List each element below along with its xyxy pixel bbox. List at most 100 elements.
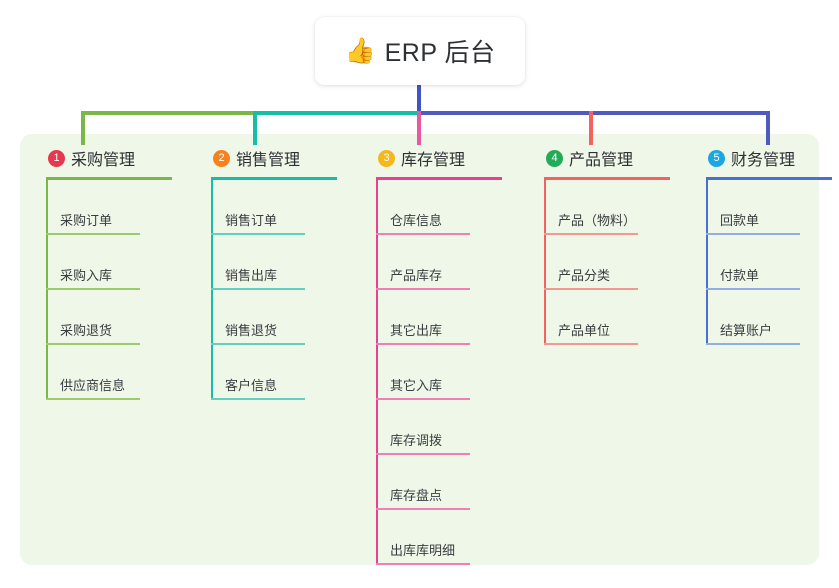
branch-underline-inventory	[376, 177, 502, 180]
leaf-item[interactable]: 仓库信息	[360, 180, 515, 235]
leaf-item-underline	[46, 398, 140, 400]
leaf-item[interactable]: 销售出库	[195, 235, 350, 290]
leaf-item[interactable]: 采购退货	[30, 290, 185, 345]
branch-column-purchasing: 1 采购管理采购订单采购入库采购退货供应商信息	[30, 145, 185, 400]
branch-column-product: 4 产品管理产品（物料） 产品分类产品单位	[528, 145, 683, 345]
branch-underline-product	[544, 177, 670, 180]
leaf-item-underline	[544, 343, 638, 345]
leaf-item-label: 付款单	[720, 268, 760, 283]
branch-column-inventory: 3 库存管理仓库信息产品库存其它出库其它入库库存调拨库存盘点出库库明细	[360, 145, 515, 565]
leaf-item[interactable]: 库存调拨	[360, 400, 515, 455]
leaf-item-underline	[376, 508, 470, 510]
branch-underline-purchasing	[46, 177, 172, 180]
branch-number-badge-inventory: 3	[378, 149, 395, 167]
busbar-teal	[255, 111, 419, 115]
busbar-blue	[419, 111, 770, 115]
leaf-item[interactable]: 销售退货	[195, 290, 350, 345]
leaf-item-underline	[376, 453, 470, 455]
diagram-background-panel	[20, 134, 819, 565]
drop-finance	[766, 111, 770, 145]
leaf-item-label: 库存盘点	[390, 488, 443, 503]
leaf-item-label: 采购退货	[60, 323, 113, 338]
leaf-item-underline	[544, 288, 638, 290]
leaf-item-underline	[376, 288, 470, 290]
branch-number-badge-finance: 5	[708, 149, 725, 167]
leaf-item[interactable]: 结算账户	[690, 290, 839, 345]
leaf-item[interactable]: 销售订单	[195, 180, 350, 235]
leaf-item-label: 供应商信息	[60, 378, 126, 393]
leaf-item-label: 库存调拨	[390, 433, 443, 448]
leaf-item-label: 其它入库	[390, 378, 443, 393]
branch-underline-finance	[706, 177, 832, 180]
leaf-item[interactable]: 采购入库	[30, 235, 185, 290]
leaf-item[interactable]: 产品（物料）	[528, 180, 683, 235]
leaf-item-label: 仓库信息	[390, 213, 443, 228]
leaf-item-underline	[211, 288, 305, 290]
branch-title-finance: 财务管理	[731, 152, 796, 169]
branch-title-sales: 销售管理	[236, 152, 301, 169]
leaf-item-label: 销售出库	[225, 268, 278, 283]
leaf-item[interactable]: 付款单	[690, 235, 839, 290]
branch-title-product: 产品管理	[569, 152, 634, 169]
leaf-item[interactable]: 其它入库	[360, 345, 515, 400]
leaf-item-underline	[46, 343, 140, 345]
root-node-card[interactable]: 👍 ERP 后台	[315, 17, 525, 85]
leaf-item-label: 其它出库	[390, 323, 443, 338]
branch-header-finance[interactable]: 5 财务管理	[690, 145, 839, 171]
leaf-item[interactable]: 其它出库	[360, 290, 515, 345]
leaf-item[interactable]: 采购订单	[30, 180, 185, 235]
leaf-item[interactable]: 回款单	[690, 180, 839, 235]
busbar-green	[81, 111, 255, 115]
branch-column-finance: 5 财务管理回款单付款单结算账户	[690, 145, 839, 345]
leaf-item-label: 产品分类	[558, 268, 611, 283]
leaf-item-label: 出库库明细	[390, 543, 456, 558]
leaf-item-underline	[46, 233, 140, 235]
branch-items-sales: 销售订单销售出库销售退货客户信息	[195, 180, 350, 400]
leaf-item-underline	[376, 563, 470, 565]
leaf-item[interactable]: 供应商信息	[30, 345, 185, 400]
branch-stem-sales	[211, 180, 213, 400]
leaf-item-label: 客户信息	[225, 378, 278, 393]
branch-title-inventory: 库存管理	[401, 152, 466, 169]
leaf-item[interactable]: 产品单位	[528, 290, 683, 345]
leaf-item-label: 采购入库	[60, 268, 113, 283]
drop-purchasing	[81, 111, 85, 145]
branch-items-inventory: 仓库信息产品库存其它出库其它入库库存调拨库存盘点出库库明细	[360, 180, 515, 565]
leaf-item-label: 产品（物料）	[558, 213, 637, 228]
leaf-item-underline	[376, 233, 470, 235]
branch-items-finance: 回款单付款单结算账户	[690, 180, 839, 345]
branch-stem-inventory	[376, 180, 378, 565]
thumbs-up-icon: 👍	[344, 36, 376, 65]
leaf-item-label: 回款单	[720, 213, 760, 228]
branch-number-badge-product: 4	[546, 149, 563, 167]
leaf-item-underline	[46, 288, 140, 290]
leaf-item-underline	[211, 398, 305, 400]
leaf-item[interactable]: 客户信息	[195, 345, 350, 400]
leaf-item[interactable]: 库存盘点	[360, 455, 515, 510]
leaf-item[interactable]: 产品库存	[360, 235, 515, 290]
drop-sales	[253, 111, 257, 145]
leaf-item-label: 结算账户	[720, 323, 773, 338]
leaf-item-underline	[211, 343, 305, 345]
branch-stem-purchasing	[46, 180, 48, 400]
leaf-item[interactable]: 产品分类	[528, 235, 683, 290]
leaf-item-label: 销售订单	[225, 213, 278, 228]
branch-stem-product	[544, 180, 546, 345]
branch-header-purchasing[interactable]: 1 采购管理	[30, 145, 185, 171]
branch-items-product: 产品（物料） 产品分类产品单位	[528, 180, 683, 345]
leaf-item-underline	[706, 343, 800, 345]
branch-items-purchasing: 采购订单采购入库采购退货供应商信息	[30, 180, 185, 400]
leaf-item-underline	[706, 288, 800, 290]
leaf-item[interactable]: 出库库明细	[360, 510, 515, 565]
branch-header-inventory[interactable]: 3 库存管理	[360, 145, 515, 171]
branch-header-product[interactable]: 4 产品管理	[528, 145, 683, 171]
leaf-item-label: 产品库存	[390, 268, 443, 283]
leaf-item-underline	[544, 233, 638, 235]
leaf-item-label: 销售退货	[225, 323, 278, 338]
branch-title-purchasing: 采购管理	[71, 152, 136, 169]
branch-number-badge-purchasing: 1	[48, 149, 65, 167]
leaf-item-underline	[211, 233, 305, 235]
